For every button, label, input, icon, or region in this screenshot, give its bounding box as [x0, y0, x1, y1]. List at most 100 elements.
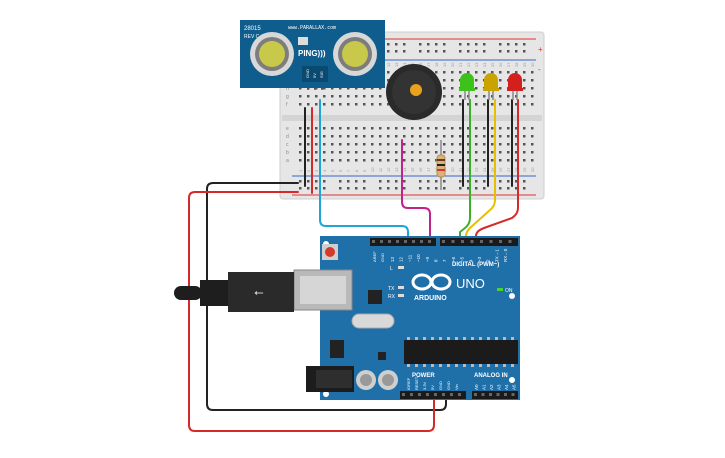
- digital-header-right: [440, 238, 518, 246]
- breadboard-hole: [403, 135, 406, 138]
- breadboard-hole: [491, 103, 494, 106]
- wire-buzzer-magenta[interactable]: [401, 139, 431, 243]
- reset-button[interactable]: [325, 247, 335, 257]
- breadboard-hole: [331, 103, 334, 106]
- breadboard-hole: [459, 135, 462, 138]
- header-pin[interactable]: [412, 240, 415, 243]
- column-number: 10: [370, 167, 375, 172]
- rail-hole: [467, 187, 470, 190]
- header-pin[interactable]: [496, 393, 500, 396]
- led-yellow[interactable]: [483, 73, 499, 100]
- header-pin[interactable]: [402, 393, 405, 396]
- breadboard-hole: [451, 79, 454, 82]
- header-pin[interactable]: [420, 240, 423, 243]
- breadboard-hole: [387, 143, 390, 146]
- wire-power-rail[interactable]: [188, 191, 435, 432]
- sensor-label: PING))): [298, 49, 326, 58]
- breadboard-hole: [315, 103, 318, 106]
- breadboard-hole: [523, 87, 526, 90]
- small-chip: [378, 352, 386, 360]
- mount-hole-2: [323, 391, 329, 397]
- analog-pin-label: A5: [512, 384, 517, 390]
- led-red[interactable]: [507, 73, 523, 100]
- resistor[interactable]: [436, 140, 446, 190]
- header-pin[interactable]: [410, 393, 413, 396]
- mcu-pin: [495, 364, 498, 367]
- breadboard-hole: [419, 159, 422, 162]
- analog-pin-label: A1: [482, 384, 487, 390]
- header-pin[interactable]: [418, 393, 421, 396]
- piezo-buzzer[interactable]: [386, 64, 442, 120]
- column-number: 9: [362, 169, 367, 172]
- wire-ground-rail[interactable]: [206, 182, 447, 411]
- header-pin[interactable]: [450, 393, 453, 396]
- wire-led-green[interactable]: [459, 99, 471, 243]
- breadboard-hole: [307, 95, 310, 98]
- breadboard-hole: [435, 159, 438, 162]
- header-pin[interactable]: [442, 393, 445, 396]
- wire-led-red[interactable]: [475, 99, 519, 243]
- rail-hole: [387, 43, 390, 46]
- header-pin[interactable]: [511, 393, 515, 396]
- breadboard-hole: [323, 103, 326, 106]
- header-pin[interactable]: [380, 240, 383, 243]
- breadboard-hole: [515, 151, 518, 154]
- mcu-pin: [447, 364, 450, 367]
- header-pin[interactable]: [451, 240, 455, 243]
- header-pin[interactable]: [499, 240, 502, 243]
- breadboard-hole: [379, 151, 382, 154]
- breadboard-hole: [451, 159, 454, 162]
- digital-pin-label: 4: [468, 259, 473, 262]
- header-pin[interactable]: [388, 240, 391, 243]
- header-pin[interactable]: [426, 393, 429, 396]
- header-pin[interactable]: [434, 393, 437, 396]
- breadboard-hole: [419, 151, 422, 154]
- header-pin[interactable]: [372, 240, 375, 243]
- header-pin[interactable]: [470, 240, 474, 243]
- usb-chip: [368, 290, 382, 304]
- breadboard-hole: [331, 151, 334, 154]
- breadboard-hole: [427, 159, 430, 162]
- analog-pin-label: A3: [497, 384, 502, 390]
- header-pin[interactable]: [404, 240, 407, 243]
- mcu-pin: [463, 364, 466, 367]
- header-pin[interactable]: [504, 393, 507, 396]
- breadboard-hole: [523, 151, 526, 154]
- header-pin[interactable]: [480, 240, 483, 243]
- column-number: 17: [426, 167, 431, 172]
- wire-signal-cyan[interactable]: [319, 99, 409, 243]
- header-pin[interactable]: [428, 240, 431, 243]
- breadboard-hole: [403, 159, 406, 162]
- led-l-label: L: [390, 266, 393, 272]
- breadboard-hole: [355, 135, 358, 138]
- wire-led-yellow[interactable]: [465, 99, 496, 243]
- breadboard-hole: [299, 159, 302, 162]
- header-pin[interactable]: [442, 240, 445, 243]
- ping-sensor[interactable]: 28015 REV C www.PARALLAX.com PING))) GND…: [240, 20, 385, 88]
- sensor-transducer-left-mesh: [259, 41, 285, 67]
- breadboard-hole: [443, 87, 446, 90]
- header-pin[interactable]: [489, 393, 492, 396]
- rail-hole: [387, 187, 390, 190]
- header-pin[interactable]: [508, 240, 512, 243]
- header-pin[interactable]: [489, 240, 493, 243]
- rail-hole: [515, 43, 518, 46]
- header-pin[interactable]: [481, 393, 485, 396]
- mcu-pin: [495, 337, 498, 340]
- breadboard-hole: [315, 95, 318, 98]
- header-pin[interactable]: [461, 240, 464, 243]
- breadboard-hole: [451, 143, 454, 146]
- led-rim: [459, 88, 475, 91]
- column-number: 14: [402, 167, 407, 172]
- led-green[interactable]: [459, 73, 475, 100]
- arduino-uno[interactable]: ⭠ L TX RX ON ARDUIN: [174, 236, 520, 400]
- breadboard-hole: [411, 135, 414, 138]
- rail-hole: [363, 187, 366, 190]
- header-pin[interactable]: [458, 393, 461, 396]
- breadboard-hole: [483, 151, 486, 154]
- column-number: 5: [330, 169, 335, 172]
- breadboard-hole: [299, 135, 302, 138]
- header-pin[interactable]: [396, 240, 399, 243]
- header-pin[interactable]: [474, 393, 477, 396]
